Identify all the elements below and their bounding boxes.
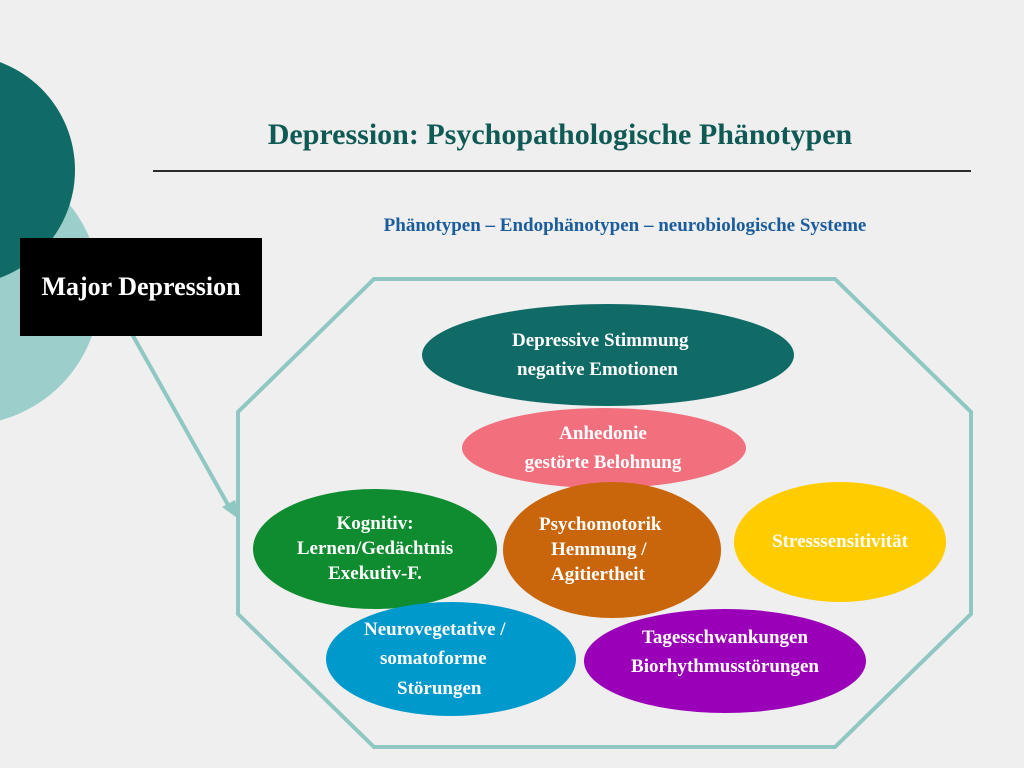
phenotype-depressive-mood: Depressive Stimmung negative Emotionen [422, 304, 794, 406]
phenotype-depressive-line1: Depressive Stimmung [512, 329, 689, 351]
slide-title: Depression: Psychopathologische Phänotyp… [267, 118, 853, 151]
phenotype-neurovegetative-line1: Neurovegetative / [364, 618, 506, 640]
phenotype-cognitive: Kognitiv: Lernen/Gedächtnis Exekutiv-F. [253, 489, 497, 609]
phenotype-anhedonia-line2: gestörte Belohnung [524, 452, 682, 473]
phenotype-stress-line1: Stresssensitivität [772, 531, 908, 553]
phenotype-neurovegetative-line3: Störungen [397, 677, 482, 699]
phenotype-psychomotor-line2: Hemmung / [551, 538, 647, 560]
connector-arrow-head [222, 500, 240, 520]
phenotype-psychomotor: Psychomotorik Hemmung / Agitiertheit [503, 482, 721, 618]
phenotype-cognitive-line1: Kognitiv: [336, 513, 414, 535]
phenotype-diurnal-variation: Tagesschwankungen Biorhythmusstörungen [584, 609, 866, 713]
phenotype-neurovegetative-line2: somatoforme [380, 648, 487, 670]
decorative-circle-dark [0, 62, 75, 278]
major-depression-box: Major Depression [20, 238, 262, 336]
octagon-frame [236, 277, 973, 749]
connector-arrow-line [130, 333, 234, 513]
phenotype-cognitive-line2: Lernen/Gedächtnis [296, 537, 454, 559]
phenotype-anhedonia-line1: Anhedonie [559, 422, 647, 444]
phenotype-psychomotor-line3: Agitiertheit [551, 564, 645, 586]
phenotype-diurnal-line1: Tagesschwankungen [641, 627, 809, 648]
phenotype-depressive-line2: negative Emotionen [517, 359, 678, 380]
slide-subtitle: Phänotypen – Endophänotypen – neurobiolo… [383, 215, 867, 236]
phenotype-neurovegetative: Neurovegetative / somatoforme Störungen [326, 602, 576, 716]
phenotype-psychomotor-line1: Psychomotorik [539, 514, 662, 536]
phenotype-diurnal-line2: Biorhythmusstörungen [631, 656, 819, 678]
phenotype-anhedonia: Anhedonie gestörte Belohnung [462, 408, 746, 488]
phenotype-stress-sensitivity: Stresssensitivität [734, 482, 946, 602]
phenotype-cognitive-line3: Exekutiv-F. [328, 563, 422, 585]
title-divider [153, 170, 971, 172]
